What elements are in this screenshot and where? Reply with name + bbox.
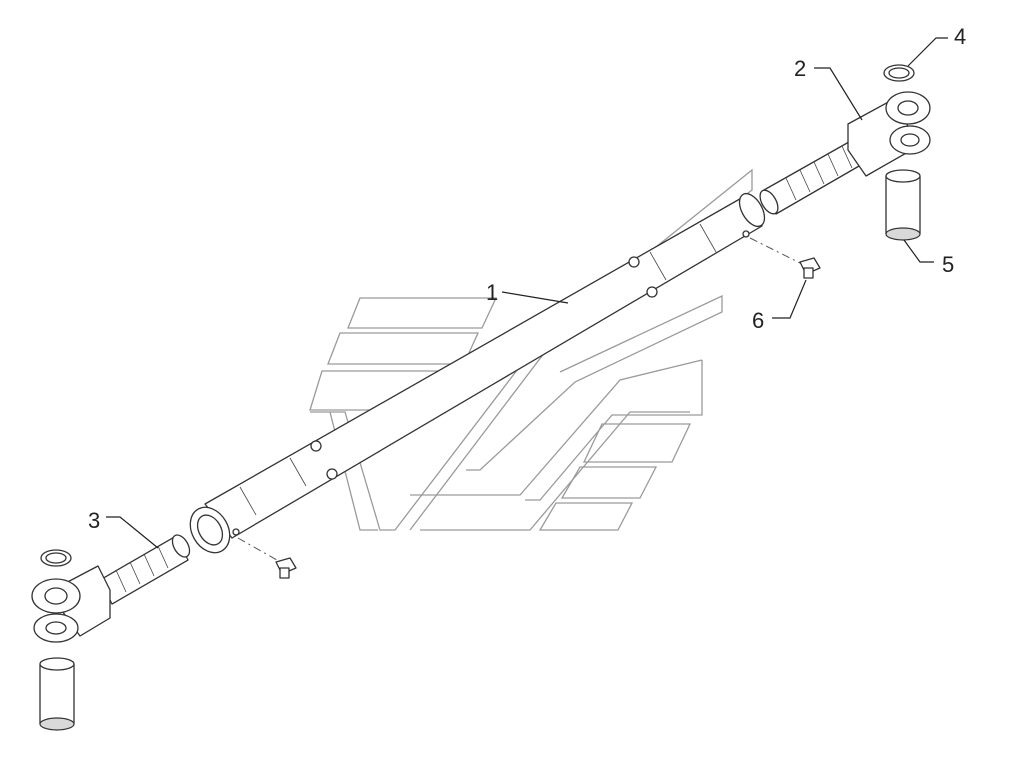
callout-1: 1: [486, 280, 498, 305]
callout-2: 2: [794, 56, 806, 81]
callout-5: 5: [942, 252, 954, 277]
washer-left: [40, 549, 72, 567]
pin-right: [885, 169, 921, 241]
washer-top: [883, 64, 915, 82]
bolt-right: [749, 237, 821, 279]
bolt-left: [237, 537, 297, 579]
callout-4: 4: [954, 24, 966, 49]
callout-6: 6: [752, 308, 764, 333]
leader-lines: [106, 37, 948, 549]
right-clevis: [759, 91, 931, 215]
left-rod-end: [31, 534, 191, 643]
pin-left: [39, 657, 75, 731]
callout-3: 3: [88, 508, 100, 533]
tube-assembly: [189, 192, 766, 554]
